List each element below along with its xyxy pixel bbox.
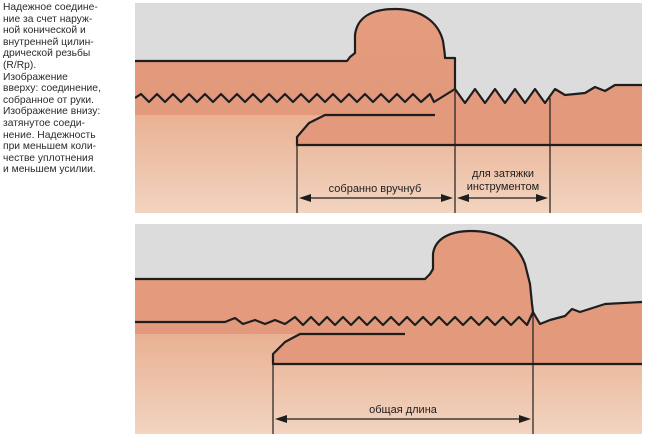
thread-profile	[135, 300, 642, 327]
tool-tighten-label: инструментом	[467, 181, 539, 193]
arrowhead	[536, 194, 548, 202]
caption-line: дрической резьбы	[3, 48, 91, 60]
caption-line: Изображение внизу:	[3, 106, 101, 118]
pipe-end-outline	[271, 332, 642, 366]
caption-line: при меньшем коли-	[3, 141, 97, 153]
caption-line: Надежное соедине-	[3, 2, 98, 13]
caption-line: затянутое соеди-	[3, 117, 85, 129]
pipe-end	[135, 334, 642, 434]
hand-tight-label: собранно вручнуб	[329, 183, 422, 195]
arrowhead	[519, 415, 531, 423]
caption-line: внутренней цилин-	[3, 36, 94, 48]
caption-line: нение. Надежность	[3, 129, 96, 141]
caption-line: Изображение	[3, 71, 68, 83]
arrowhead	[299, 194, 311, 202]
hand-tight-diagram: собранно вручнуб для затяжки инструменто…	[135, 3, 642, 213]
tool-tighten-label: для затяжки	[472, 168, 534, 180]
arrowhead	[441, 194, 453, 202]
caption-line: ние за счет наруж-	[3, 13, 93, 25]
caption-line: ной конической и	[3, 25, 86, 37]
arrowhead	[275, 415, 287, 423]
pipe-end	[135, 115, 642, 213]
thread-profile	[135, 83, 642, 105]
fitting-outline	[135, 7, 457, 89]
pipe-end-outline	[295, 113, 642, 147]
caption-line: вверху: соединение,	[3, 83, 101, 95]
fitting-body	[135, 9, 455, 102]
caption-line: честве уплотнения	[3, 152, 94, 164]
tightened-diagram: общая длина	[135, 224, 642, 434]
total-length-label: общая длина	[369, 404, 438, 416]
caption-line: собранное от руки.	[3, 94, 94, 106]
arrowhead	[457, 194, 469, 202]
fitting-outline	[135, 229, 535, 313]
caption-line: и меньшем усилии.	[3, 164, 96, 176]
caption-text: Надежное соедине- ние за счет наруж- ной…	[3, 2, 125, 176]
caption-line: (R/Rp).	[3, 59, 37, 71]
